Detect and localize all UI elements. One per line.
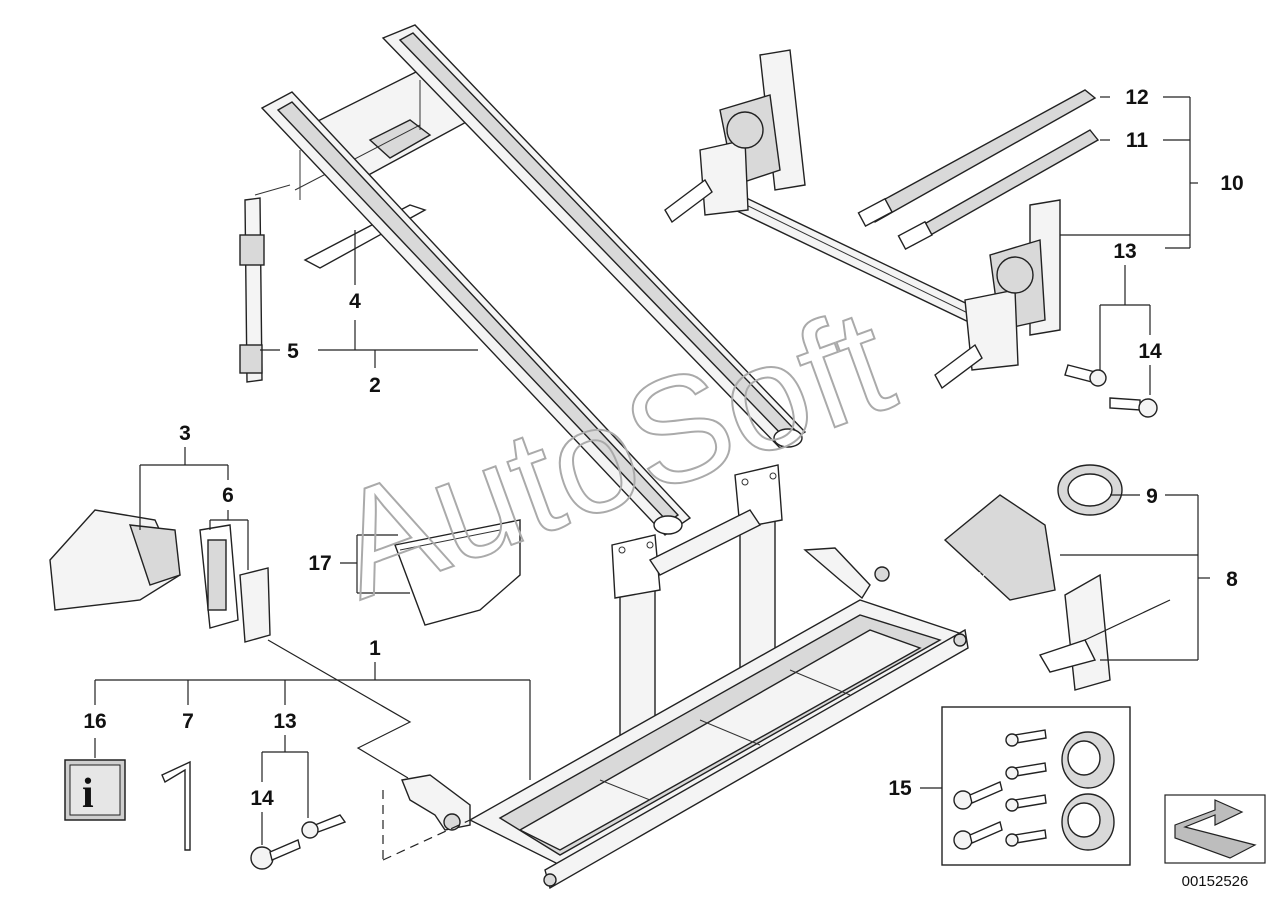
label-16: 16 [83,710,106,733]
strap-11-12 [857,89,1100,251]
label-14-upper: 14 [1138,340,1162,363]
watermark: AutoSoft [313,275,911,630]
lock-kit-15 [941,706,1131,866]
lock-bolt-upper [1064,364,1158,418]
label-5: 5 [287,340,299,363]
kit-lock-cylinders [1061,731,1115,851]
allen-key-7 [161,760,191,851]
label-8: 8 [1226,568,1238,591]
label-6: 6 [222,484,234,507]
label-7: 7 [182,710,194,733]
document-id: 00152526 [1182,873,1249,890]
label-11: 11 [1126,129,1149,152]
label-15: 15 [888,777,912,800]
label-13-upper: 13 [1113,240,1136,263]
cover-parts-3-6 [49,509,271,643]
label-1: 1 [369,637,381,660]
callout-lines [94,96,1210,861]
label-10: 10 [1220,172,1243,195]
upper-carrier-frame [260,24,807,536]
part-17 [394,519,521,626]
info-icon[interactable]: i [64,759,126,821]
label-2: 2 [369,374,381,397]
carrier-base [401,464,969,890]
mounting-parts-8-9: BMW [943,464,1171,691]
label-12: 12 [1125,86,1148,109]
label-4: 4 [349,290,361,313]
lock-bolt-lower [250,814,347,870]
label-9: 9 [1146,485,1158,508]
strap-5 [239,184,291,383]
part-labels: 1 2 3 4 5 6 7 8 9 10 11 12 13 13 14 14 1… [83,86,1243,810]
label-3: 3 [179,422,191,445]
info-glyph: i [82,771,94,817]
next-arrow-icon[interactable] [1164,794,1266,864]
label-13-lower: 13 [273,710,296,733]
bike-holder-assembly [664,49,1061,390]
label-17: 17 [308,552,331,575]
label-14-lower: 14 [250,787,274,810]
kit-keys [953,781,1003,850]
kit-bolts [1005,729,1047,847]
